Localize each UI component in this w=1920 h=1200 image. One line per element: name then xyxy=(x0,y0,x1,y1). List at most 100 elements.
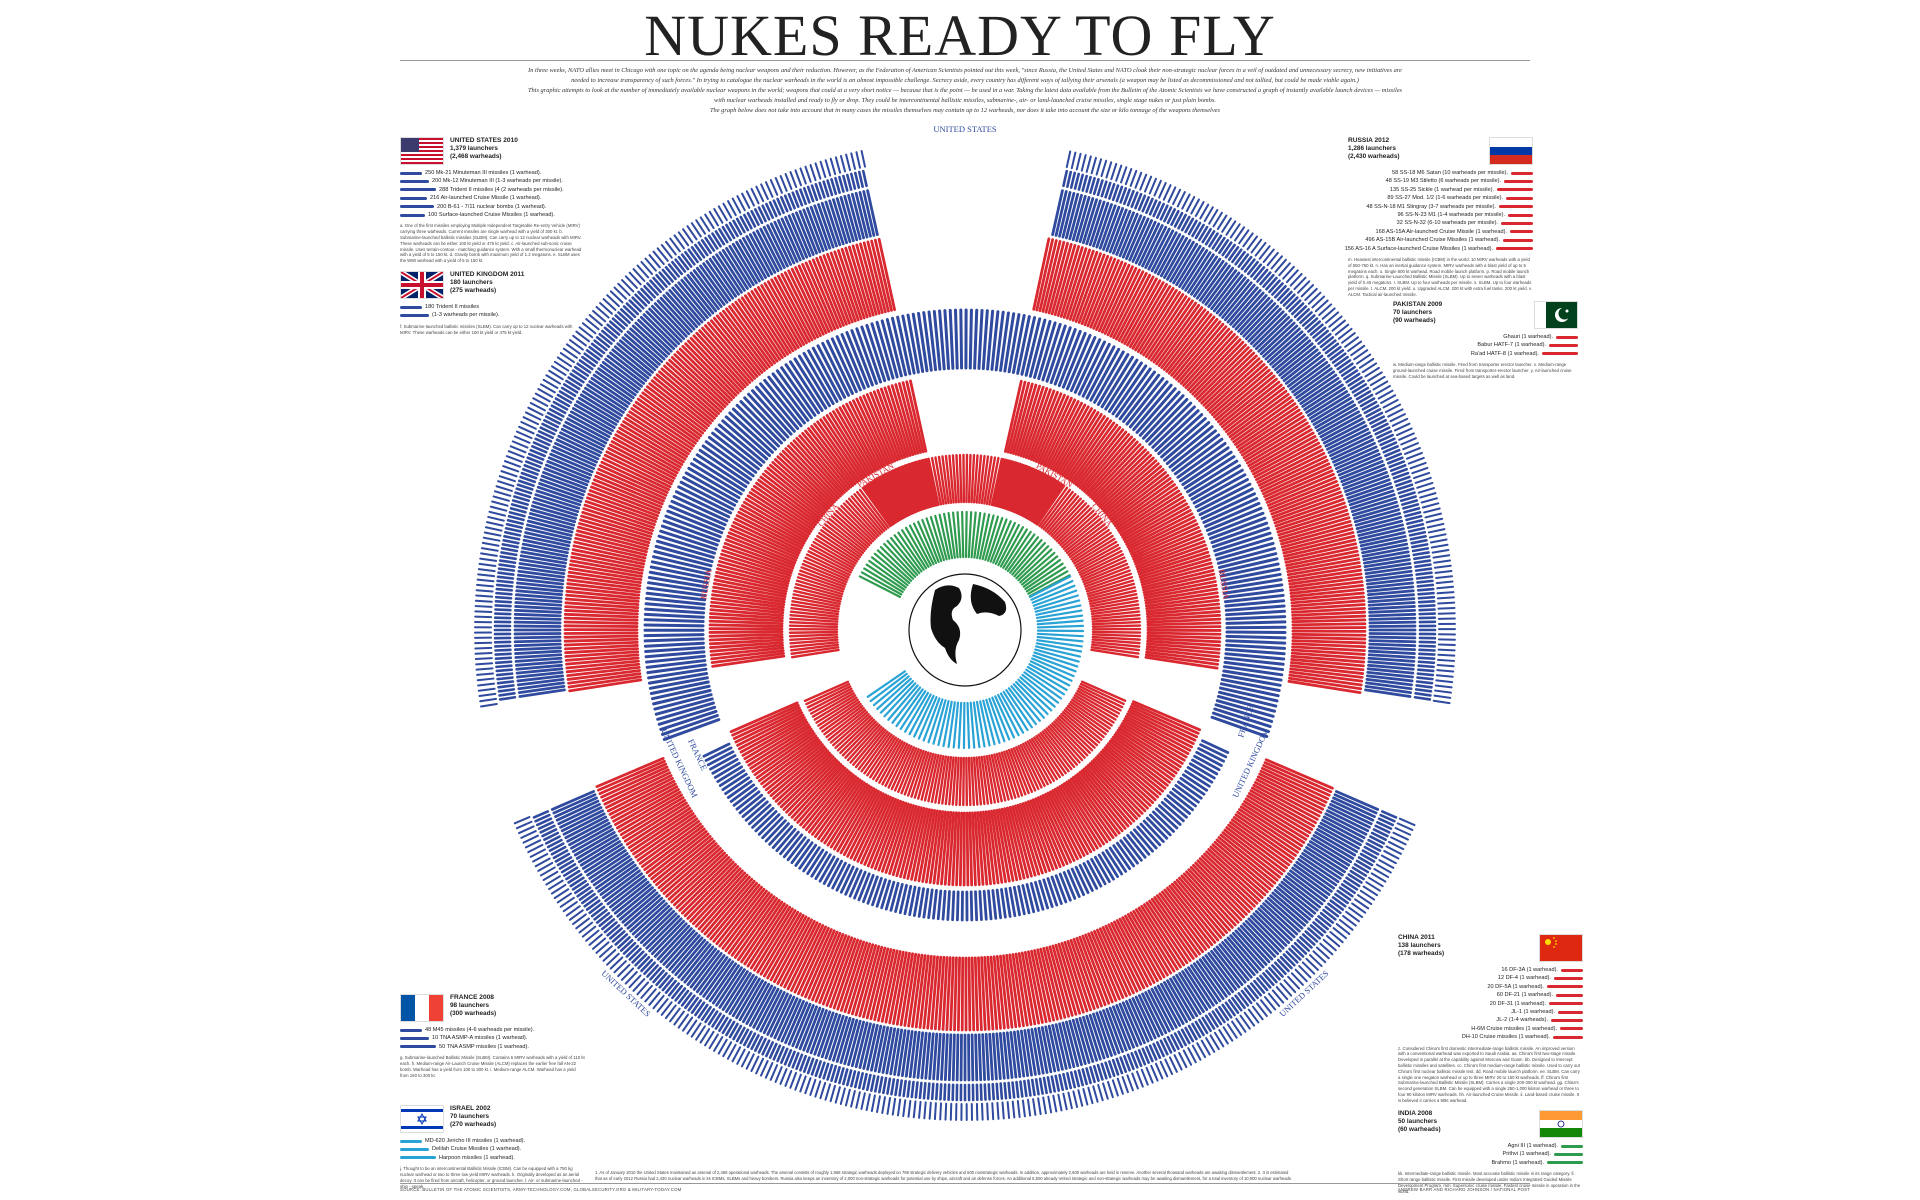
france-launcher-bar xyxy=(1163,797,1188,819)
us-launcher-bar xyxy=(1268,279,1281,294)
us-launcher-bar xyxy=(1256,977,1269,992)
us-launcher-bar xyxy=(1199,203,1210,220)
france-launcher-bar xyxy=(732,787,758,807)
us-launcher-bar xyxy=(522,467,539,476)
russia-launcher-bar xyxy=(1206,360,1263,412)
russia-launcher-bar xyxy=(1291,606,1366,614)
china-launcher-bar xyxy=(1048,497,1082,536)
russia-launcher-bar xyxy=(776,918,813,985)
us-launcher-bar xyxy=(1319,413,1362,439)
us-launcher-bar xyxy=(1359,852,1376,863)
us-launcher-bar xyxy=(1338,362,1354,374)
us-launcher-bar xyxy=(616,342,654,374)
us-launcher-bar xyxy=(1368,612,1417,618)
us-launcher-bar xyxy=(1364,562,1412,572)
india-launcher-bar xyxy=(951,511,959,559)
uk-launcher-bar xyxy=(704,440,755,478)
russia-launcher-bar xyxy=(1230,818,1293,864)
russia-launcher-bar xyxy=(1071,250,1099,322)
us-launcher-bar xyxy=(1340,365,1356,377)
panel-note: kk. Intermediate-range ballistic missile… xyxy=(1398,1171,1581,1194)
us-launcher-bar xyxy=(1355,859,1372,870)
russia-launcher-bar xyxy=(781,449,836,504)
russia-launcher-bar xyxy=(710,652,785,665)
us-launcher-bar xyxy=(1344,474,1390,493)
us-launcher-bar xyxy=(566,818,609,843)
india-launcher-bar xyxy=(863,567,904,594)
china-launcher-bar xyxy=(1055,718,1091,754)
us-launcher-bar xyxy=(509,445,527,454)
us-launcher-bar xyxy=(1280,880,1319,912)
france-launcher-bar xyxy=(711,758,739,775)
russia-launcher-bar xyxy=(1256,448,1324,484)
us-launcher-bar xyxy=(1108,1006,1128,1052)
russia-launcher-bar xyxy=(1059,411,1100,476)
india-launcher-bar xyxy=(908,524,933,567)
china-launcher-bar xyxy=(1051,722,1086,759)
russia-launcher-bar xyxy=(717,563,790,585)
us-launcher-bar xyxy=(1324,424,1368,448)
us-launcher-bar xyxy=(1403,507,1421,514)
uk-launcher-bar xyxy=(644,646,706,653)
us-launcher-bar xyxy=(748,984,774,1027)
us-launcher-bar xyxy=(1066,170,1073,188)
us-launcher-bar xyxy=(514,608,562,614)
russia-launcher-bar xyxy=(779,452,834,506)
russia-launcher-bar xyxy=(973,956,979,1032)
missile-glyph-icon xyxy=(1549,1002,1583,1006)
russia-launcher-bar xyxy=(789,441,842,498)
us-launcher-bar xyxy=(704,1008,716,1024)
us-launcher-bar xyxy=(774,1066,783,1083)
russia-launcher-bar xyxy=(1143,583,1218,600)
china-launcher-bar xyxy=(917,752,932,800)
russia-launcher-bar xyxy=(1290,648,1366,656)
us-launcher-bar xyxy=(552,793,597,815)
pakistan-launcher-bar xyxy=(967,453,972,504)
us-launcher-bar xyxy=(711,232,722,248)
us-launcher-bar xyxy=(1234,929,1268,966)
us-launcher-bar xyxy=(991,1032,998,1081)
china-launcher-bar xyxy=(998,752,1014,800)
russia-launcher-bar xyxy=(1110,477,1172,523)
israel-launcher-bar xyxy=(1032,654,1077,673)
china-launcher-bar xyxy=(826,520,866,553)
russia-launcher-bar xyxy=(798,434,848,493)
us-launcher-bar xyxy=(1367,597,1416,604)
us-launcher-bar xyxy=(1276,287,1290,302)
us-launcher-bar xyxy=(631,296,645,310)
us-launcher-bar xyxy=(1368,646,1416,652)
france-launcher-bar xyxy=(713,761,741,779)
israel-launcher-bar xyxy=(1012,683,1046,719)
russia-launcher-bar xyxy=(622,420,687,461)
russia-launcher-bar xyxy=(976,811,985,886)
us-launcher-bar xyxy=(1095,203,1113,249)
us-launcher-bar xyxy=(776,997,799,1041)
russia-launcher-bar xyxy=(998,808,1015,882)
israel-launcher-bar xyxy=(985,698,1001,744)
china-launcher-bar xyxy=(1026,740,1052,784)
russia-launcher-bar xyxy=(1008,953,1022,1028)
us-launcher-bar xyxy=(481,541,500,547)
us-launcher-bar xyxy=(1304,317,1319,330)
russia-launcher-bar xyxy=(1136,543,1207,571)
russia-launcher-bar xyxy=(1011,953,1025,1028)
russia-launcher-bar xyxy=(804,429,852,489)
us-launcher-bar xyxy=(1275,986,1289,1001)
russia-launcher-bar xyxy=(1036,796,1069,866)
russia-launcher-bar xyxy=(1126,913,1166,979)
us-launcher-bar xyxy=(740,1051,751,1068)
us-launcher-bar xyxy=(1414,476,1432,484)
us-launcher-bar xyxy=(499,555,517,561)
us-launcher-bar xyxy=(1210,271,1241,311)
israel-launcher-bar xyxy=(876,677,912,711)
us-launcher-bar xyxy=(541,828,558,838)
us-launcher-bar xyxy=(1027,1098,1032,1117)
us-launcher-bar xyxy=(1118,212,1139,258)
china-launcher-bar xyxy=(958,756,963,807)
us-launcher-bar xyxy=(643,284,656,299)
us-launcher-bar xyxy=(1107,1080,1114,1099)
france-launcher-bar xyxy=(1195,750,1223,767)
uk-launcher-bar xyxy=(1211,711,1270,734)
france-launcher-bar xyxy=(1129,831,1151,856)
us-launcher-bar xyxy=(581,925,597,938)
